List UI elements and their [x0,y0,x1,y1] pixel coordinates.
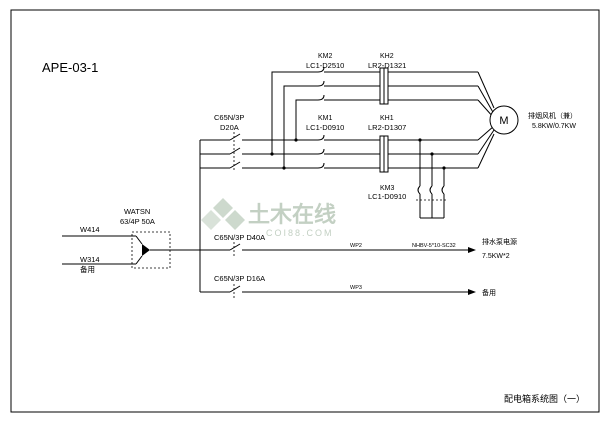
spare-load-name: 备用 [482,288,496,297]
motor-symbol: M [489,105,519,135]
incoming-supply: W414 W314 备用 WATSN 63/4P 50A [62,207,200,274]
km1-contactor-symbol [317,134,380,169]
ats-rating: 63/4P 50A [120,217,155,226]
fan-circuit: C65N/3P D20A KM2 LC1-D2510 KH2 LR2-D1321 [200,53,577,219]
km2-model: LC1-D2510 [306,61,344,70]
kh1-tag: KH1 [380,115,394,122]
km1-tag: KM1 [318,115,333,122]
feeder-backup-label: W314 [80,255,100,264]
kh2-tag: KH2 [380,53,394,60]
ats-model: WATSN [124,207,150,216]
ats-switch-symbol [142,244,150,256]
pump-wire-no: WP2 [350,243,362,249]
pump-breaker: C65N/3P D40A [214,233,265,242]
drawing-title: 配电箱系统图（一） [504,393,585,404]
kh2-overload-symbol [379,67,389,105]
km1-model: LC1-D0910 [306,123,344,132]
spare-breaker-symbol [229,284,241,298]
pump-cable: NHBV-5*10-SC32 [412,243,456,249]
watermark-text-en: COI88.COM [266,228,334,238]
watermark-logo-icon [201,198,245,230]
kh2-model: LR2-D1321 [368,61,406,70]
watermark-text-cn: 土木在线 [248,202,336,227]
spare-breaker: C65N/3P D16A [214,274,265,283]
fan-breaker-rating: D20A [220,123,239,132]
pump-breaker-symbol [229,242,241,256]
spare-wire-no: WP3 [350,285,362,291]
km3-model: LC1-D0910 [368,192,406,201]
feeder-main-label: W414 [80,225,100,234]
fan-load-power: 5.8KW/0.7KW [532,123,576,130]
feeder-backup-note: 备用 [80,264,95,274]
kh1-overload-symbol [379,135,389,173]
kh1-model: LR2-D1307 [368,123,406,132]
watermark: 土木在线 COI88.COM [201,198,336,238]
drawing-frame [10,9,600,413]
km3-tag: KM3 [380,185,395,192]
fan-breaker-symbol [229,132,241,172]
spare-circuit: C65N/3P D16A WP3 备用 [200,274,496,298]
km2-contactor-symbol [317,66,380,101]
fan-breaker-model: C65N/3P [214,113,244,122]
pump-circuit: C65N/3P D40A WP2 NHBV-5*10-SC32 排水泵电源 7.… [200,233,517,260]
drawing-id: APE-03-1 [42,60,98,75]
pump-load-name: 排水泵电源 [482,237,517,246]
fan-load-name: 排烟风机（兼） [528,111,577,120]
spare-arrow-icon [468,289,476,295]
motor-letter: M [499,115,508,127]
km2-tag: KM2 [318,53,333,60]
km3-contactor-symbol [416,140,448,219]
pump-arrow-icon [468,247,476,253]
pump-load-power: 7.5KW*2 [482,253,510,260]
